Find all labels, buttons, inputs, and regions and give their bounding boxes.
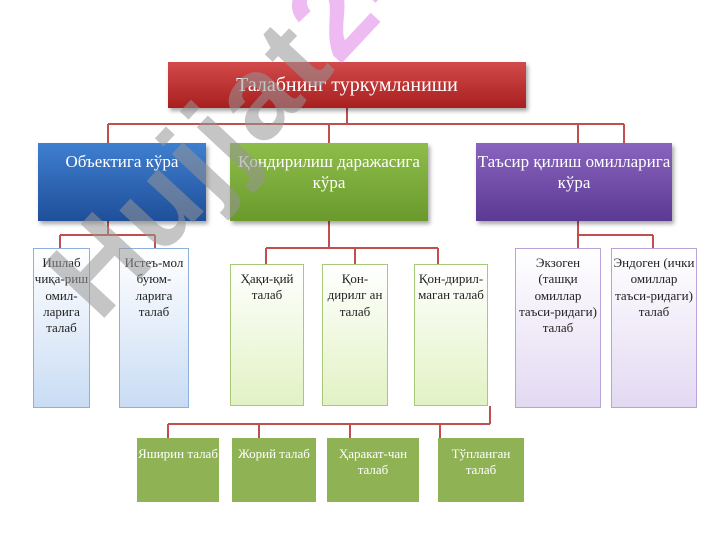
- leaf-exogenous-demand: Экзоген (ташқи омиллар таъси-ридаги) тал…: [515, 248, 601, 408]
- leaf-unsatisfied-demand: Қон-дирил-маган талаб: [414, 264, 488, 406]
- category-satisfaction: Қондирилиш даражасига кўра: [230, 143, 428, 221]
- leaf-real-demand: Ҳақи-қий талаб: [230, 264, 304, 406]
- leaf-satisfied-demand: Қон-дирилг ан талаб: [322, 264, 388, 406]
- leaf-accumulated-demand: Тўпланган талаб: [438, 438, 524, 502]
- leaf-consumer-goods-demand: Истеъ-мол буюм-ларига талаб: [119, 248, 189, 408]
- leaf-endogenous-demand: Эндоген (ички омиллар таъси-ридаги) тала…: [611, 248, 697, 408]
- leaf-production-factors-demand: Ишлаб чиқа-риш омил-ларига талаб: [33, 248, 90, 408]
- leaf-hidden-demand: Яширин талаб: [137, 438, 219, 502]
- category-factors: Таъсир қилиш омилларига кўра: [476, 143, 672, 221]
- leaf-active-demand: Ҳаракат-чан талаб: [327, 438, 419, 502]
- root-node: Талабнинг туркумланиши: [168, 62, 526, 108]
- leaf-current-demand: Жорий талаб: [232, 438, 316, 502]
- category-object: Объектига кўра: [38, 143, 206, 221]
